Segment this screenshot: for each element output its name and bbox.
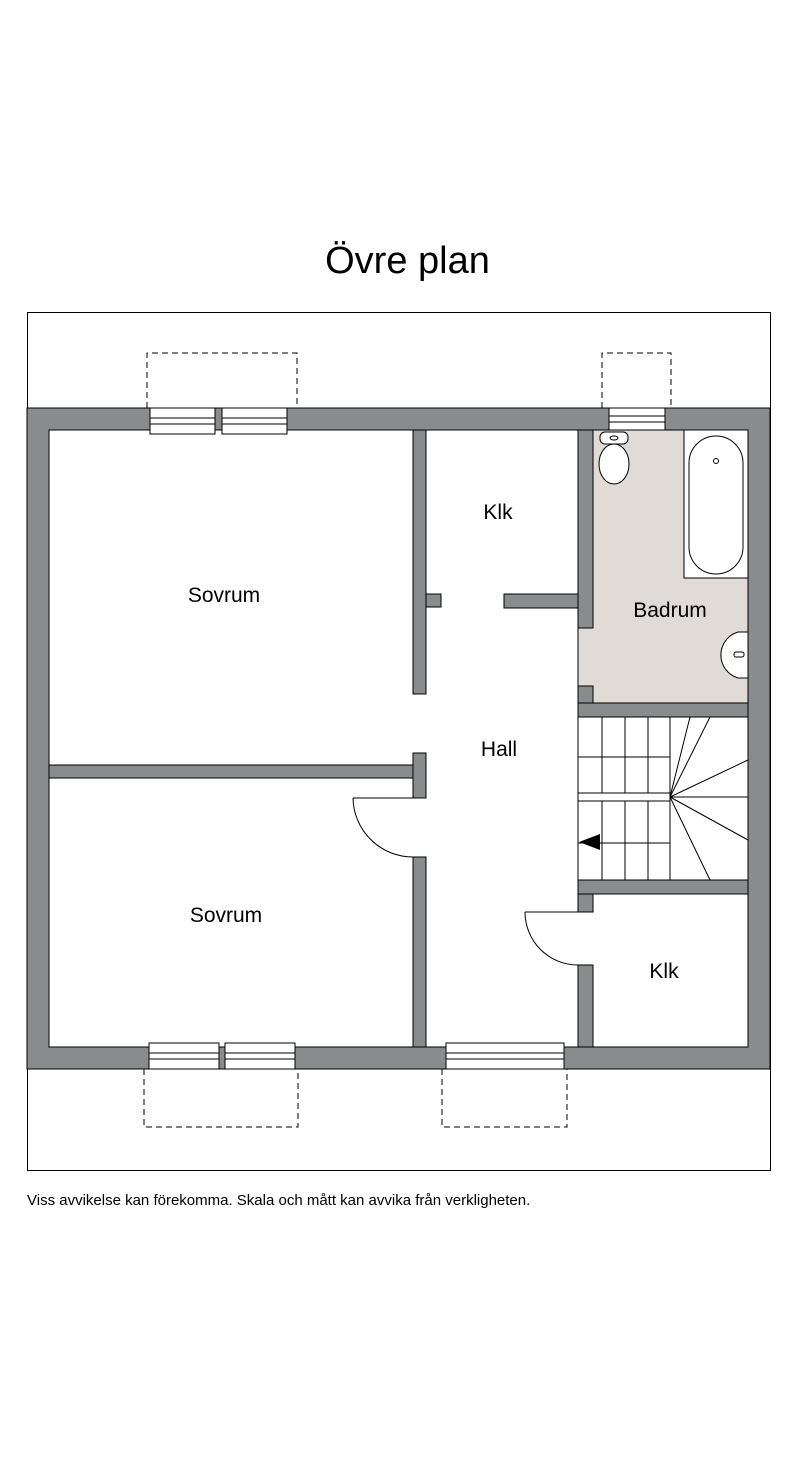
window-swing-top: [146, 352, 672, 408]
windows-top: [149, 407, 666, 435]
door-klk-bottom: [524, 911, 579, 966]
plan-title: Övre plan: [325, 240, 490, 282]
room-label-sovrum-top: Sovrum: [188, 584, 260, 607]
door-bedroom-bottom: [352, 797, 414, 858]
window-swing-bottom: [143, 1069, 568, 1128]
staircase: [577, 716, 749, 881]
windows-bottom: [148, 1042, 565, 1070]
room-label-hall: Hall: [481, 738, 517, 761]
sink-icon: [720, 631, 749, 679]
room-label-klk-top: Klk: [483, 501, 513, 524]
room-label-badrum: Badrum: [633, 599, 707, 622]
stair-arrow-icon: [579, 834, 600, 850]
room-label-klk-bottom: Klk: [649, 960, 679, 983]
disclaimer-text: Viss avvikelse kan förekomma. Skala och …: [27, 1192, 531, 1209]
toilet-icon: [598, 431, 630, 485]
room-label-sovrum-bottom: Sovrum: [190, 904, 262, 927]
bathtub: [683, 429, 749, 579]
walls: [26, 407, 771, 1070]
